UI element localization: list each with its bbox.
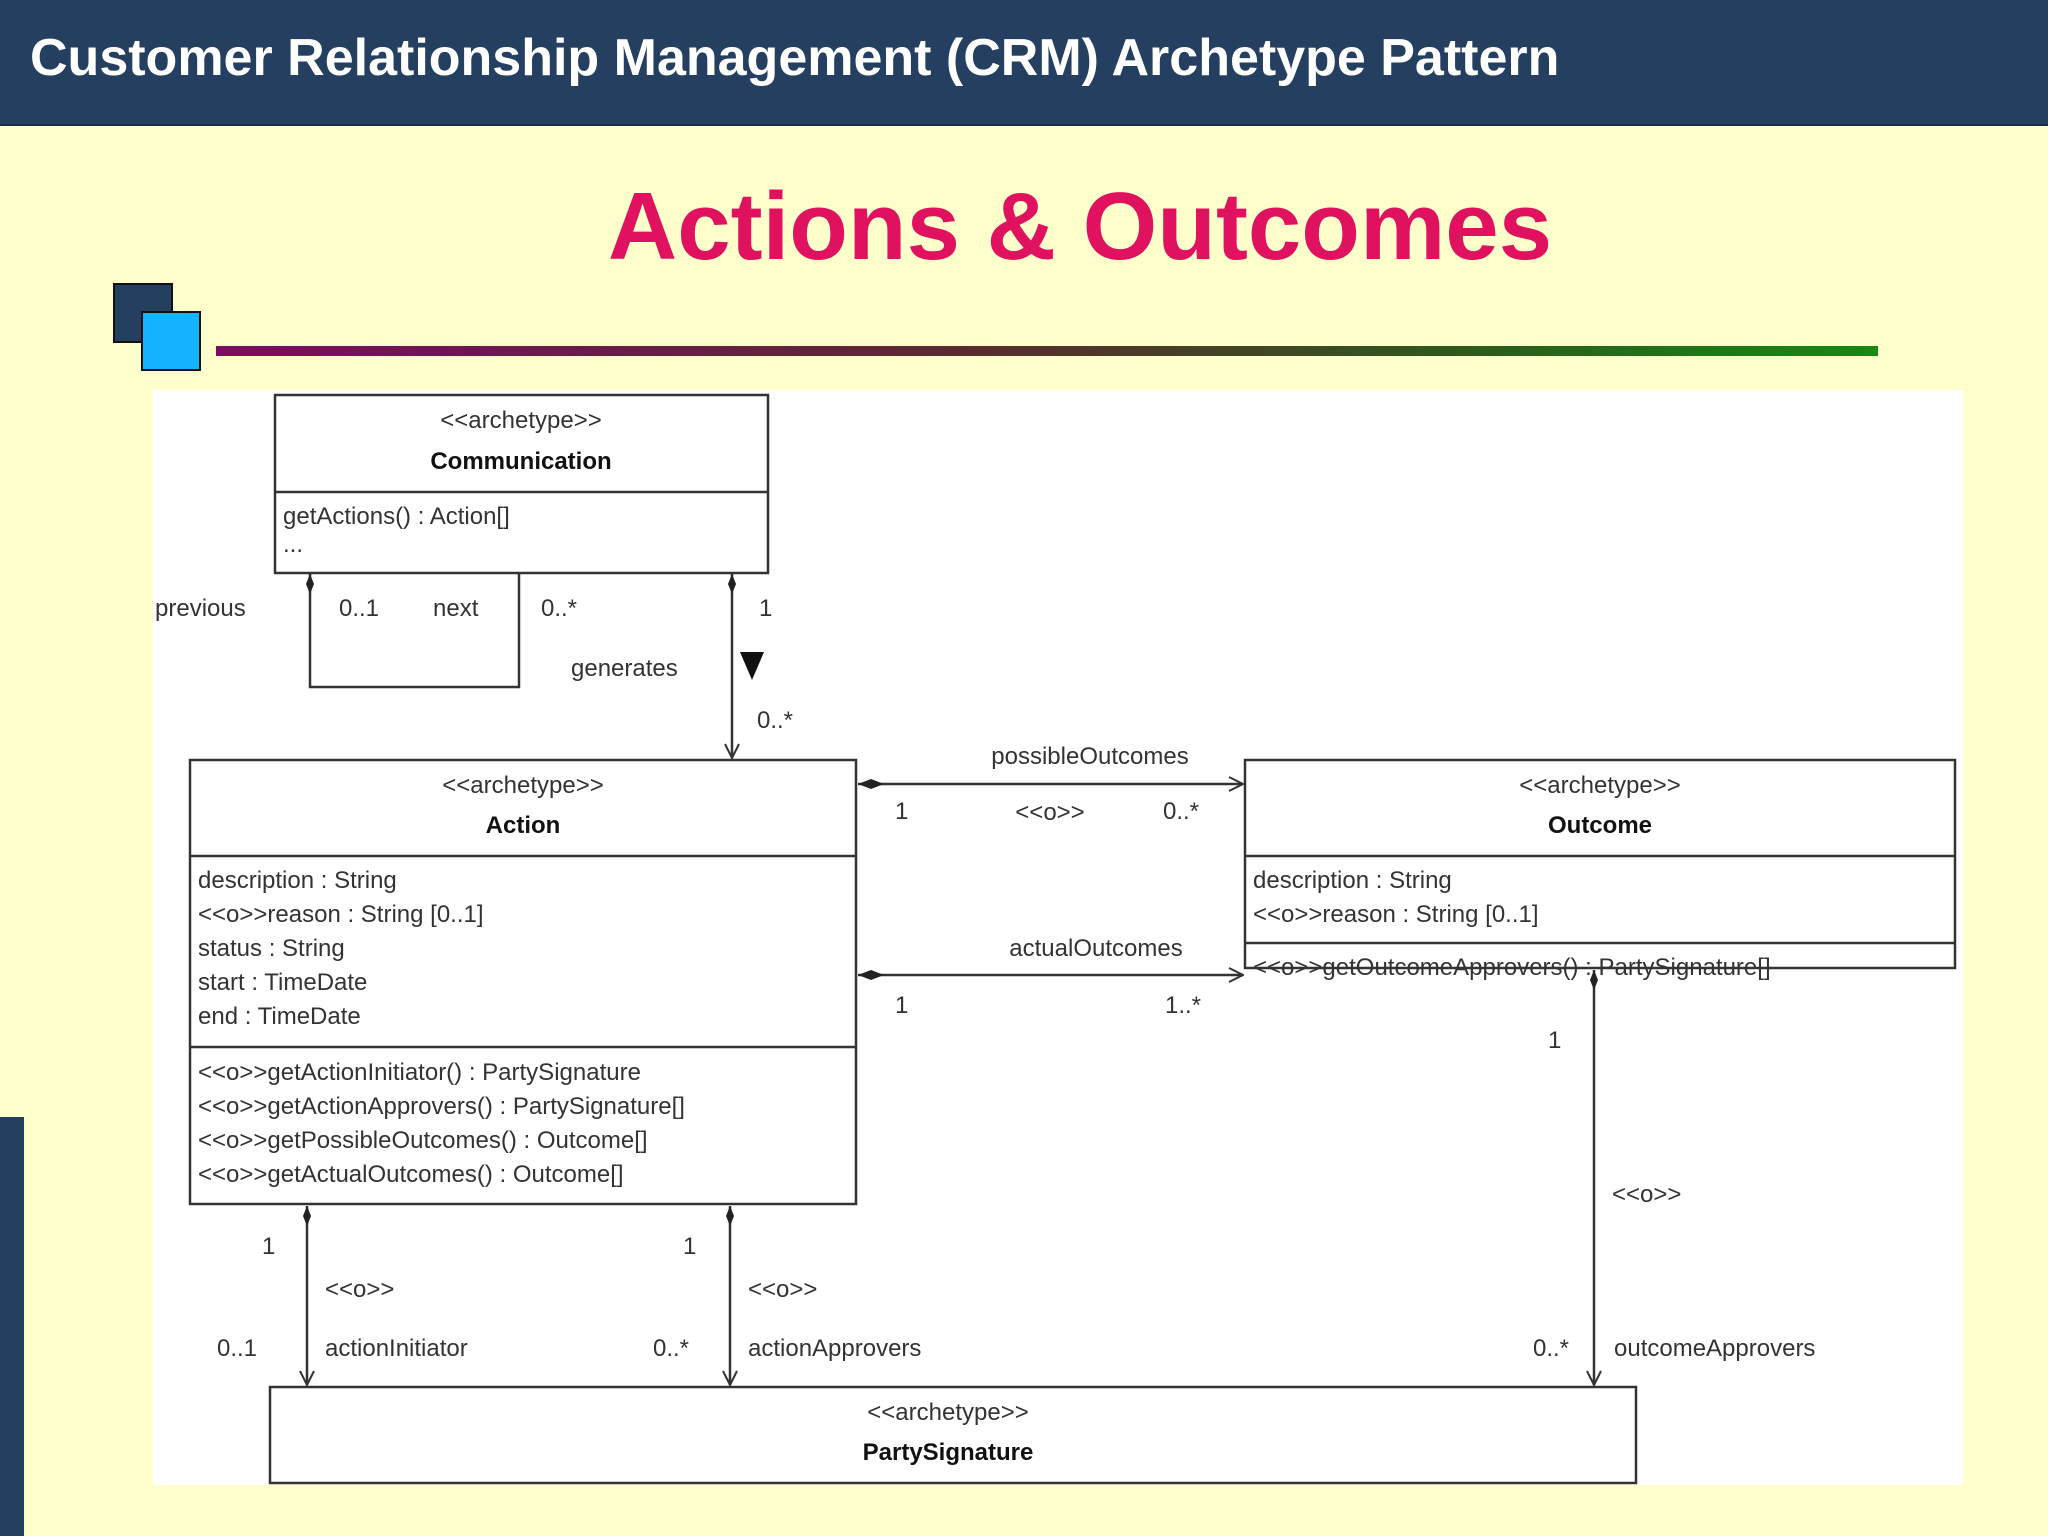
class-party-signature: <<archetype>> PartySignature — [268, 1385, 1638, 1485]
header-bar: Customer Relationship Management (CRM) A… — [0, 0, 2048, 126]
multiplicity-actual-source: 1 — [895, 992, 908, 1019]
class-party-signature-box — [268, 1385, 1638, 1485]
class-outcome-name: Outcome — [1548, 812, 1652, 839]
left-edge-bar — [0, 1117, 24, 1536]
association-outcome-approvers-stereotype: <<o>> — [1612, 1181, 1681, 1208]
association-outcome-approvers-label: outcomeApprovers — [1614, 1335, 1815, 1362]
association-outcome-approvers: 1 <<o>> 0..* outcomeApprovers — [1533, 970, 1815, 1385]
association-action-approvers: 1 <<o>> 0..* actionApprovers — [653, 1206, 921, 1385]
association-action-approvers-label: actionApprovers — [748, 1335, 921, 1362]
class-party-signature-stereotype: <<archetype>> — [867, 1399, 1028, 1426]
association-action-approvers-stereotype: <<o>> — [748, 1276, 817, 1303]
class-action-operation: <<o>>getPossibleOutcomes() : Outcome[] — [198, 1127, 648, 1154]
multiplicity-approvers-source: 1 — [683, 1233, 696, 1260]
title-underline-rule — [216, 346, 1878, 356]
class-communication: <<archetype>> Communication getActions()… — [273, 393, 770, 575]
class-communication-operation: getActions() : Action[] — [283, 503, 510, 530]
multiplicity-generates-target: 0..* — [757, 707, 793, 734]
association-generates-label: generates — [571, 655, 678, 682]
class-outcome-operation: <<o>>getOutcomeApprovers() : PartySignat… — [1253, 954, 1771, 981]
multiplicity-possible-target: 0..* — [1163, 798, 1199, 825]
association-self-line — [308, 573, 521, 689]
class-action-stereotype: <<archetype>> — [442, 772, 603, 799]
role-previous: previous — [155, 595, 246, 622]
association-action-initiator-label: actionInitiator — [325, 1335, 468, 1362]
multiplicity-initiator-source: 1 — [262, 1233, 275, 1260]
association-action-initiator: 1 <<o>> 0..1 actionInitiator — [217, 1206, 468, 1385]
multiplicity-previous: 0..1 — [339, 595, 379, 622]
class-outcome: <<archetype>> Outcome description : Stri… — [1243, 758, 1957, 981]
multiplicity-outcome-approvers-target: 0..* — [1533, 1335, 1569, 1362]
class-action-attribute: status : String — [198, 935, 345, 962]
class-action-name: Action — [486, 812, 561, 839]
association-actual-outcomes: actualOutcomes 1 1..* — [858, 935, 1243, 1019]
class-action-operation: <<o>>getActionInitiator() : PartySignatu… — [198, 1059, 641, 1086]
class-outcome-stereotype: <<archetype>> — [1519, 772, 1680, 799]
role-next: next — [433, 595, 479, 622]
class-action-attribute: <<o>>reason : String [0..1] — [198, 901, 484, 928]
direction-triangle-icon — [740, 652, 764, 680]
class-party-signature-name: PartySignature — [863, 1439, 1034, 1466]
class-action-attribute: start : TimeDate — [198, 969, 367, 996]
multiplicity-possible-source: 1 — [895, 798, 908, 825]
composition-diamond — [306, 574, 314, 594]
multiplicity-generates-source: 1 — [759, 595, 772, 622]
composition-diamond — [858, 779, 884, 789]
multiplicity-outcome-approvers-source: 1 — [1548, 1027, 1561, 1054]
multiplicity-next: 0..* — [541, 595, 577, 622]
association-possible-outcomes-stereotype: <<o>> — [1015, 799, 1084, 826]
class-action-attribute: description : String — [198, 867, 397, 894]
class-outcome-attribute: <<o>>reason : String [0..1] — [1253, 901, 1539, 928]
slide-title: Actions & Outcomes — [607, 173, 1553, 280]
class-communication-name: Communication — [430, 448, 611, 475]
class-outcome-box — [1243, 758, 1957, 970]
class-action-attribute: end : TimeDate — [198, 1003, 361, 1030]
class-action-operation: <<o>>getActionApprovers() : PartySignatu… — [198, 1093, 685, 1120]
class-communication-stereotype: <<archetype>> — [440, 407, 601, 434]
association-generates: generates 1 0..* — [571, 574, 793, 758]
class-outcome-attribute: description : String — [1253, 867, 1452, 894]
composition-diamond — [858, 970, 884, 980]
class-action: <<archetype>> Action description : Strin… — [188, 758, 858, 1206]
decorative-square-light — [141, 311, 201, 371]
class-action-operation: <<o>>getActualOutcomes() : Outcome[] — [198, 1161, 624, 1188]
association-previous-next: previous 0..1 next 0..* — [155, 573, 577, 689]
association-action-initiator-stereotype: <<o>> — [325, 1276, 394, 1303]
class-communication-ellipsis: ... — [283, 531, 303, 558]
uml-diagram: <<archetype>> Communication getActions()… — [153, 390, 1963, 1485]
composition-diamond — [728, 574, 736, 594]
composition-diamond — [726, 1206, 734, 1226]
composition-diamond — [1590, 970, 1598, 990]
association-actual-outcomes-label: actualOutcomes — [1009, 935, 1182, 962]
class-action-box — [188, 758, 858, 1206]
association-possible-outcomes: possibleOutcomes <<o>> 1 0..* — [858, 743, 1243, 826]
class-communication-box — [273, 393, 770, 575]
uml-diagram-svg: <<archetype>> Communication getActions()… — [155, 393, 1957, 1485]
multiplicity-approvers-target: 0..* — [653, 1335, 689, 1362]
header-title: Customer Relationship Management (CRM) A… — [30, 29, 1560, 87]
multiplicity-actual-target: 1..* — [1165, 992, 1201, 1019]
association-possible-outcomes-label: possibleOutcomes — [991, 743, 1188, 770]
composition-diamond — [303, 1206, 311, 1226]
multiplicity-initiator-target: 0..1 — [217, 1335, 257, 1362]
